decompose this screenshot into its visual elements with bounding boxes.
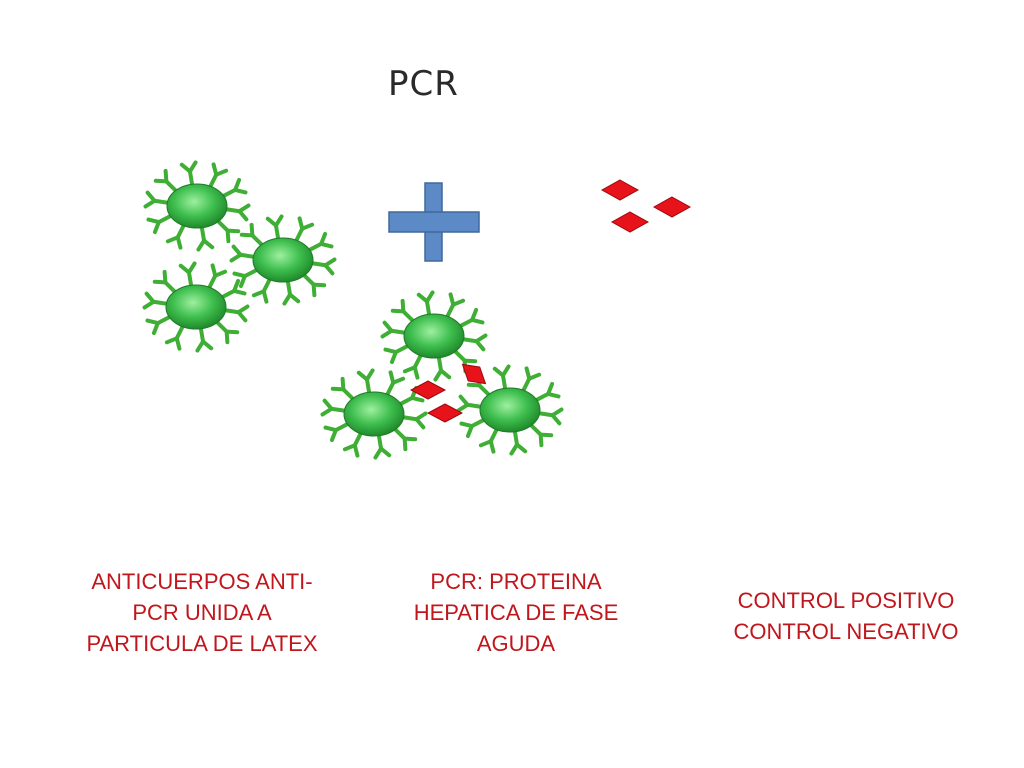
caption-line: AGUDA — [476, 631, 556, 656]
caption-line: PCR UNIDA A — [132, 600, 272, 625]
pcr-protein-diamond-icon — [426, 403, 464, 423]
pcr-protein-diamond-icon — [461, 363, 487, 385]
latex-particle-icon — [320, 368, 428, 460]
controls-caption: CONTROL POSITIVO CONTROL NEGATIVO — [706, 585, 986, 647]
pcr-protein-diamond-icon — [409, 380, 447, 400]
free-pcr-proteins-group — [600, 179, 692, 233]
latex-particle-icon — [143, 160, 251, 252]
pcr-protein-diamond-icon — [600, 179, 640, 201]
antibodies-caption: ANTICUERPOS ANTI- PCR UNIDA A PARTICULA … — [62, 566, 342, 659]
latex-particle-icon — [456, 364, 564, 456]
page-title: PCR — [388, 64, 459, 104]
agglutinated-cluster-group — [320, 290, 564, 460]
caption-line: CONTROL POSITIVO — [737, 588, 955, 613]
pcr-protein-diamond-icon — [610, 211, 650, 233]
latex-particle-icon — [142, 261, 250, 353]
caption-line: HEPATICA DE FASE — [413, 600, 619, 625]
plus-icon — [388, 182, 480, 262]
caption-line: ANTICUERPOS ANTI- — [91, 569, 313, 594]
caption-line: CONTROL NEGATIVO — [733, 619, 959, 644]
caption-line: PCR: PROTEINA — [430, 569, 602, 594]
latex-particle-icon — [229, 214, 337, 306]
pcr-protein-diamond-icon — [652, 196, 692, 218]
free-latex-particles-group — [142, 160, 337, 353]
caption-line: PARTICULA DE LATEX — [86, 631, 318, 656]
latex-particle-icon — [380, 290, 488, 382]
pcr-protein-caption: PCR: PROTEINA HEPATICA DE FASE AGUDA — [386, 566, 646, 659]
